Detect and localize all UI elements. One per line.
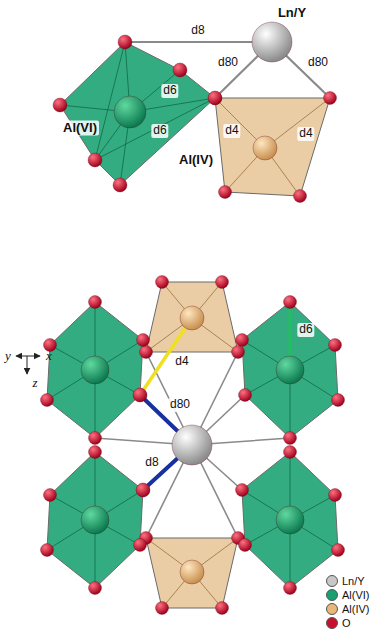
octahedron-edge [95,98,215,160]
oxygen-atom [232,346,245,359]
structure-label: d4 [173,355,190,369]
oxygen-atom [89,296,102,309]
oxygen-atom [173,63,187,77]
legend-swatch [326,589,338,601]
tetrahedron [146,538,238,608]
legend-swatch [326,617,338,629]
oxygen-atom [329,489,342,502]
oxygen-atom [89,446,102,459]
legend-swatch [326,575,338,587]
oxygen-atom [284,582,297,595]
legend: Ln/Y Al(VI) Al(IV) O [326,574,370,630]
legend-text: Al(VI) [342,589,370,601]
al6-atom [276,356,304,384]
oxygen-atom [284,446,297,459]
al6-atom [81,506,109,534]
structure-label: Al(IV) [177,153,215,168]
oxygen-atom [89,582,102,595]
oxygen-atom [118,35,132,49]
oxygen-atom [140,346,153,359]
al4-atom [253,136,277,160]
polyhedra [47,42,338,608]
al6-atom [276,506,304,534]
octahedron [47,302,143,438]
oxygen-atom [284,296,297,309]
structure-label: d80 [168,398,192,412]
oxygen-atom [134,389,147,402]
structure-label: d6 [161,84,178,98]
axis-symbol [16,356,40,374]
oxygen-atom [89,432,102,445]
oxygen-atom [294,190,307,203]
oxygen-atom [136,483,150,497]
octahedron [242,302,338,438]
oxygen-atom [284,432,297,445]
legend-row: O [326,616,370,630]
al4-atom [180,306,204,330]
oxygen-atom [236,334,249,347]
octahedron [60,42,215,185]
structure-label: Ln/Y [276,6,308,21]
oxygen-atom [53,98,67,112]
oxygen-atom [44,489,57,502]
oxygen-atom [236,484,249,497]
structure-label: d4 [223,124,240,138]
axis-label: y [3,349,13,364]
tetrahedron [215,98,330,196]
tetrahedron [146,282,238,352]
axis-label: x [44,349,54,364]
ln-atom [252,22,292,62]
oxygen-atom [134,539,147,552]
oxygen-atom [137,334,150,347]
legend-text: O [342,617,351,629]
structure-label: Al(VI) [61,121,99,136]
oxygen-atom [41,544,54,557]
structure-label: d6 [297,323,314,337]
oxygen-atom [324,92,337,105]
oxygen-atom [41,394,54,407]
structure-label: d80 [306,56,330,70]
structure-label: d4 [297,127,314,141]
ln-o-bond [125,41,272,43]
legend-row: Al(VI) [326,588,370,602]
octahedron [242,452,338,588]
oxygen-atom [216,276,229,289]
octahedron [47,452,143,588]
oxygen-atom [329,339,342,352]
oxygen-atom [137,484,150,497]
legend-text: Al(IV) [342,603,370,615]
oxygen-atom [88,153,102,167]
legend-row: Al(IV) [326,602,370,616]
oxygen-atom [156,276,169,289]
oxygen-atom [332,544,345,557]
oxygen-atom [216,602,229,615]
al6-atom [81,356,109,384]
al6-atom [114,96,146,128]
oxygen-atom [332,394,345,407]
oxygen-atom [133,388,147,402]
structure-label: d8 [143,456,160,470]
oxygen-atom [209,92,222,105]
structure-label: d80 [216,56,240,70]
atoms [41,22,345,615]
structure-label: d8 [189,24,206,38]
legend-swatch [326,603,338,615]
structure-label: d6 [151,124,168,138]
legend-row: Ln/Y [326,574,370,588]
ln-atom [172,425,212,465]
oxygen-atom [156,602,169,615]
d4-bond [140,318,192,395]
legend-text: Ln/Y [342,575,365,587]
oxygen-atom [239,389,252,402]
oxygen-atom [208,91,222,105]
oxygen-atom [239,539,252,552]
bonds [47,42,338,608]
oxygen-atom [113,178,127,192]
oxygen-atom [219,186,232,199]
axis-label: z [30,376,39,391]
al4-atom [180,560,204,584]
